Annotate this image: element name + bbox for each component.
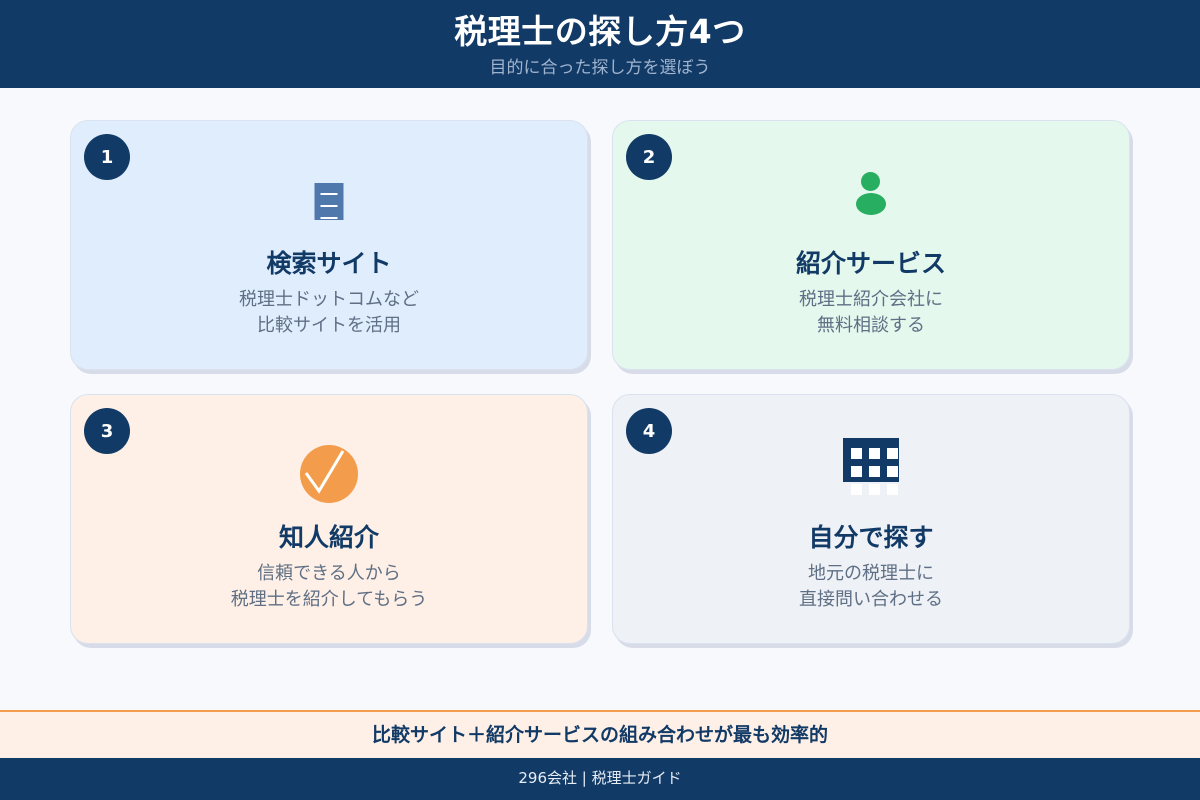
building-icon (843, 438, 899, 496)
method-card-referral-service: 2 紹介サービス 税理士紹介会社に 無料相談する (612, 120, 1130, 370)
card-title: 自分で探す (808, 523, 934, 552)
card-description: 税理士ドットコムなど 比較サイトを活用 (71, 287, 587, 339)
page-subtitle: 目的に合った探し方を選ぼう (489, 58, 711, 78)
number-badge: 1 (84, 134, 130, 180)
page-title: 税理士の探し方4つ (454, 12, 746, 51)
card-desc-line: 税理士ドットコムなど (239, 289, 419, 310)
number-badge: 4 (626, 408, 672, 454)
method-card-acquaintance-referral: 3 知人紹介 信頼できる人から 税理士を紹介してもらう (70, 394, 588, 644)
card-title: 紹介サービス (795, 249, 946, 278)
tip-divider (0, 710, 1200, 712)
card-description: 税理士紹介会社に 無料相談する (613, 287, 1129, 339)
card-desc-line: 税理士紹介会社に (799, 289, 943, 310)
document-icon (314, 183, 344, 220)
card-desc-line: 比較サイトを活用 (257, 315, 401, 336)
method-card-search-site: 1 検索サイト 税理士ドットコムなど 比較サイトを活用 (70, 120, 588, 370)
check-circle-icon (300, 445, 358, 503)
card-desc-line: 地元の税理士に (808, 563, 934, 584)
card-desc-line: 無料相談する (817, 315, 925, 336)
method-card-self-search: 4 自分で探す 地元の税理士に 直接問い合わせる (612, 394, 1130, 644)
card-desc-line: 信頼できる人から (257, 563, 401, 584)
card-title: 検索サイト (266, 249, 392, 278)
number-badge: 3 (84, 408, 130, 454)
number-badge: 2 (626, 134, 672, 180)
footer: 296会社 | 税理士ガイド (0, 758, 1200, 800)
card-desc-line: 税理士を紹介してもらう (230, 589, 428, 610)
card-title: 知人紹介 (278, 523, 379, 552)
person-icon (856, 172, 886, 216)
card-description: 信頼できる人から 税理士を紹介してもらう (71, 561, 587, 613)
recommendation-banner: 比較サイト＋紹介サービスの組み合わせが最も効率的 (0, 712, 1200, 758)
card-description: 地元の税理士に 直接問い合わせる (613, 561, 1129, 613)
card-desc-line: 直接問い合わせる (799, 589, 943, 610)
header-banner: 税理士の探し方4つ 目的に合った探し方を選ぼう (0, 0, 1200, 88)
